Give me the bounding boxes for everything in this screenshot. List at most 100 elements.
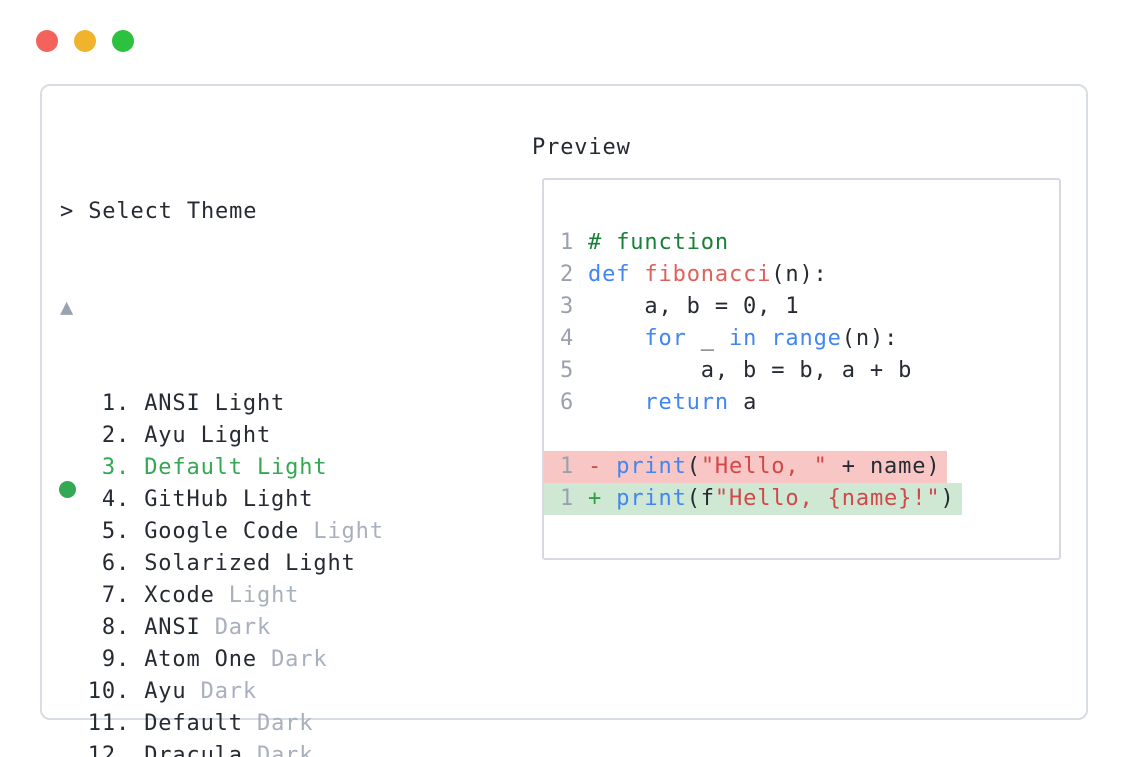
theme-option-9[interactable]: 9. Atom One Dark	[60, 644, 892, 676]
theme-number-suffix: .	[116, 423, 145, 448]
code-token: (n):	[841, 326, 899, 351]
line-number: 4	[560, 326, 575, 351]
theme-number-suffix: .	[116, 391, 145, 416]
theme-number: 11	[87, 711, 116, 736]
theme-name: Ayu Light	[144, 423, 272, 448]
theme-number-suffix: .	[116, 551, 145, 576]
theme-option-12[interactable]: 12. Dracula Dark	[60, 740, 892, 757]
theme-option-7[interactable]: 7. Xcode Light	[60, 580, 892, 612]
theme-variant: Dark	[256, 647, 328, 672]
theme-number: 9	[101, 647, 116, 672]
theme-option-2[interactable]: 2. Ayu Light	[60, 420, 892, 452]
code-line: 2 def fibonacci(n):	[544, 259, 1059, 291]
code-token: print	[616, 454, 687, 479]
line-number: 1	[560, 486, 575, 511]
theme-name: Google Code	[144, 519, 300, 544]
diff-line-added: 1+ print(f"Hello, {name}!")	[544, 483, 1059, 515]
preview-title: Preview	[532, 135, 631, 160]
diff-highlight: 1+ print(f"Hello, {name}!")	[544, 483, 962, 515]
theme-number-suffix: .	[116, 647, 145, 672]
code-token: (	[686, 454, 701, 479]
code-token: )	[940, 486, 955, 511]
code-token: def	[588, 262, 631, 287]
code-line: 5 a, b = b, a + b	[544, 355, 1059, 387]
theme-name: Ayu	[144, 679, 187, 704]
code-token: _	[686, 326, 729, 351]
code-token: range	[771, 326, 842, 351]
theme-name: Xcode	[144, 583, 215, 608]
code-token: fibonacci	[644, 262, 772, 287]
theme-name: Atom One	[144, 647, 257, 672]
theme-option-11[interactable]: 11. Default Dark	[60, 708, 892, 740]
code-token: +	[588, 486, 603, 511]
theme-option-5[interactable]: 5. Google Code Light	[60, 516, 892, 548]
theme-option-8[interactable]: 8. ANSI Dark	[60, 612, 892, 644]
close-button[interactable]	[36, 30, 58, 52]
code-token: # function	[588, 230, 729, 255]
code-line: 1# function	[544, 227, 1059, 259]
theme-variant: Light	[214, 583, 300, 608]
theme-name: ANSI	[144, 615, 201, 640]
code-token	[588, 326, 644, 351]
theme-variant: Light	[299, 519, 384, 544]
theme-number: 2	[101, 423, 116, 448]
line-number: 6	[560, 390, 575, 415]
theme-number: 5	[101, 519, 116, 544]
theme-option-1[interactable]: 1. ANSI Light	[60, 388, 892, 420]
theme-number-suffix: .	[116, 615, 145, 640]
window-controls	[36, 30, 134, 52]
zoom-button[interactable]	[112, 30, 134, 52]
code-token: (n):	[771, 262, 828, 287]
code-token: a, b = b, a + b	[588, 358, 913, 383]
line-number: 1	[560, 454, 575, 479]
diff-highlight: 1- print("Hello, " + name)	[544, 451, 948, 483]
theme-variant: Dark	[242, 743, 314, 757]
diff-line-removed: 1- print("Hello, " + name)	[544, 451, 1059, 483]
code-line: 6 return a	[544, 387, 1059, 419]
theme-option-4[interactable]: 4. GitHub Light	[60, 484, 892, 516]
theme-number: 6	[101, 551, 116, 576]
code-token: + name)	[827, 454, 941, 479]
code-line	[544, 419, 1059, 451]
code-token	[602, 486, 616, 511]
select-theme-prompt: > Select Theme	[60, 199, 258, 224]
theme-option-6[interactable]: 6. Solarized Light	[60, 548, 892, 580]
theme-number: 12	[87, 743, 116, 757]
theme-name: Default	[144, 711, 243, 736]
code-token: (f	[686, 486, 715, 511]
code-token	[757, 326, 771, 351]
code-token: print	[616, 486, 687, 511]
theme-option-10[interactable]: 10. Ayu Dark	[60, 676, 892, 708]
theme-number: 4	[101, 487, 116, 512]
scroll-up-icon[interactable]: ▲	[60, 295, 75, 320]
theme-option-3[interactable]: 3. Default Light	[59, 452, 892, 498]
theme-number-suffix: .	[116, 487, 145, 512]
theme-name: GitHub Light	[144, 487, 314, 512]
minimize-button[interactable]	[74, 30, 96, 52]
theme-number-suffix: .	[116, 679, 145, 704]
code-token	[630, 262, 644, 287]
code-token: a	[728, 390, 758, 415]
line-number: 3	[560, 294, 575, 319]
code-token: for	[644, 326, 687, 351]
theme-number: 3	[101, 455, 116, 480]
theme-number-suffix: .	[116, 519, 145, 544]
theme-number-suffix: .	[116, 711, 145, 736]
line-number: 2	[560, 262, 575, 287]
theme-number-suffix: .	[116, 743, 145, 757]
theme-name: Dracula	[144, 743, 243, 757]
code-token: return	[644, 390, 729, 415]
code-line: 3 a, b = 0, 1	[544, 291, 1059, 323]
theme-number-suffix: .	[116, 455, 145, 480]
theme-number: 7	[101, 583, 116, 608]
theme-name: ANSI Light	[144, 391, 286, 416]
theme-name: Default Light	[144, 455, 328, 480]
code-token: "Hello, "	[700, 454, 828, 479]
code-token	[588, 390, 644, 415]
theme-variant: Dark	[200, 615, 272, 640]
